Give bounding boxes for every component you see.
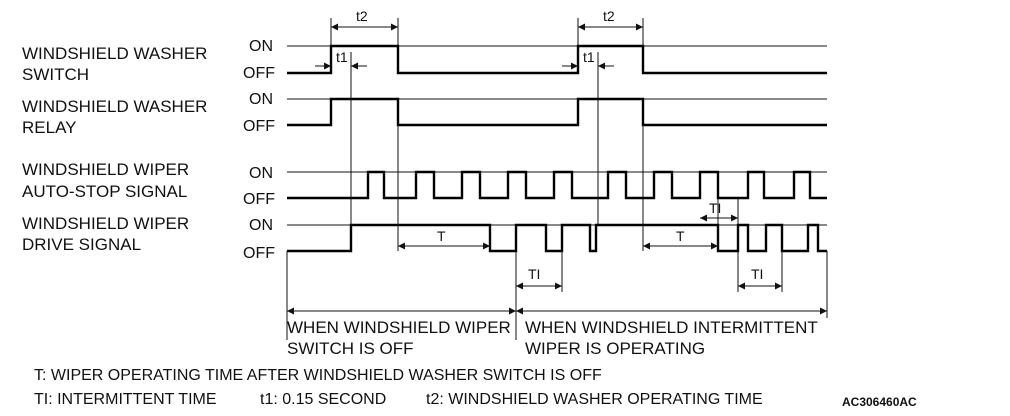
- drive-off-label: OFF: [243, 245, 275, 262]
- period-intermittent-label-line1: WHEN WINDSHIELD INTERMITTENT: [525, 318, 818, 337]
- drive-on-label: ON: [249, 217, 273, 234]
- legend-t1: t1: 0.15 SECOND: [260, 391, 386, 408]
- auto-stop-on-label: ON: [249, 165, 273, 182]
- figure-code: AC306460AC: [842, 395, 917, 409]
- TI-upper-label: TI: [709, 200, 721, 216]
- washer-switch-off-label: OFF: [243, 65, 275, 82]
- TI-lower2-label: TI: [751, 266, 763, 282]
- period-intermittent-label-line2: WIPER IS OPERATING: [525, 339, 705, 358]
- t1b-label: t1: [583, 49, 595, 65]
- washer-relay-on-label: ON: [249, 91, 273, 108]
- washer-switch-on-label: ON: [249, 38, 273, 55]
- T2-label: T: [676, 228, 685, 244]
- washer-relay-label-line2: RELAY: [22, 118, 77, 137]
- auto-stop-off-label: OFF: [243, 191, 275, 208]
- period-wiper-off-label-line2: SWITCH IS OFF: [287, 339, 414, 358]
- TI-lower-label: TI: [528, 266, 540, 282]
- washer-relay-waveform: [287, 97, 827, 127]
- washer-switch-label-line2: SWITCH: [22, 65, 89, 84]
- auto-stop-label-line2: AUTO-STOP SIGNAL: [22, 182, 187, 201]
- washer-switch-label-line1: WINDSHIELD WASHER: [22, 44, 207, 63]
- t1-label: t1: [336, 49, 348, 65]
- T-label: T: [437, 228, 446, 244]
- auto-stop-label-line1: WINDSHIELD WIPER: [22, 160, 189, 179]
- t2b-label: t2: [603, 8, 615, 24]
- drive-label-line1: WINDSHIELD WIPER: [22, 214, 189, 233]
- legend-TI: TI: INTERMITTENT TIME: [34, 391, 217, 408]
- auto-stop-waveform: [287, 170, 827, 200]
- drive-label-line2: DRIVE SIGNAL: [22, 235, 141, 254]
- washer-relay-label-line1: WINDSHIELD WASHER: [22, 97, 207, 116]
- washer-relay-off-label: OFF: [243, 118, 275, 135]
- legend-T: T: WIPER OPERATING TIME AFTER WINDSHIELD…: [34, 367, 602, 384]
- legend-t2: t2: WINDSHIELD WASHER OPERATING TIME: [426, 391, 763, 408]
- drive-waveform: [287, 223, 827, 253]
- washer-switch-waveform: [287, 44, 827, 75]
- period-wiper-off-label-line1: WHEN WINDSHIELD WIPER: [287, 318, 511, 337]
- t2-label: t2: [356, 8, 368, 24]
